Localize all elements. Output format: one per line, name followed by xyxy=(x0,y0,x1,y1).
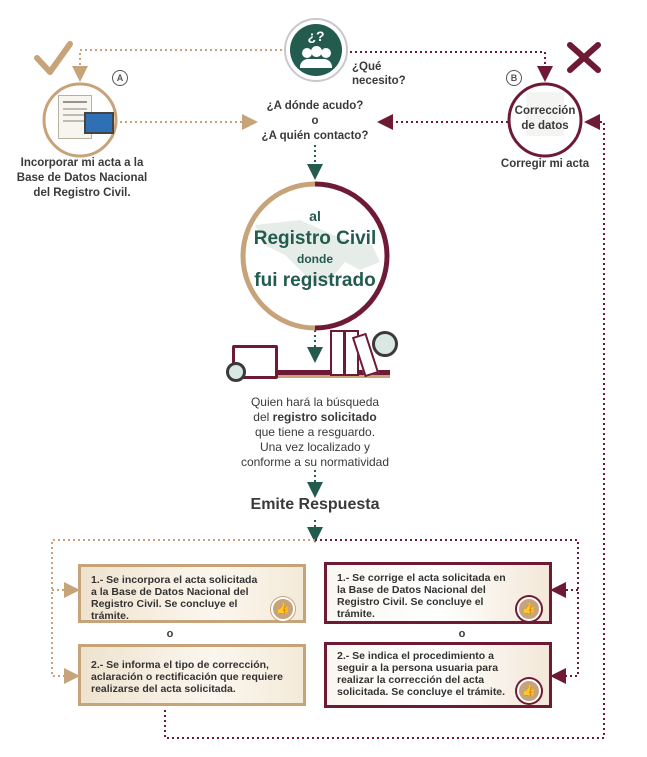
option-a-badge: A xyxy=(112,70,128,86)
response-a2-box: 2.- Se informa el tipo de corrección, ac… xyxy=(78,644,306,706)
response-b1-box: 1.- Se corrige el acta solicitada en la … xyxy=(324,562,552,624)
response-b2-text: 2.- Se indica el procedimiento a seguir … xyxy=(337,650,506,698)
search-line-3: que tiene a resguardo. xyxy=(254,425,376,439)
response-b2-box: 2.- Se indica el procedimiento a seguir … xyxy=(324,642,552,708)
response-b1-text: 1.- Se corrige el acta solicitada en la … xyxy=(337,572,506,620)
center-line-donde: donde xyxy=(297,252,333,266)
option-a-label: Incorporar mi acta a la Base de Datos Na… xyxy=(16,157,148,199)
search-bold: registro solicitado xyxy=(272,410,377,424)
search-line-1: Quien hará la búsqueda xyxy=(250,395,380,409)
thumbs-up-icon-b1: 👍 xyxy=(517,597,541,621)
response-a1-box: 1.- Se incorpora el acta solicitada a la… xyxy=(78,564,306,623)
que-necesito-text: ¿Qué necesito? xyxy=(352,61,406,87)
binders-icon xyxy=(330,330,380,378)
option-b-label: Corregir mi acta xyxy=(500,158,590,170)
or-text-a: o xyxy=(166,628,174,640)
center-line-registro: Registro Civil xyxy=(253,228,377,249)
search-line-4: Una vez localizado y xyxy=(259,440,371,454)
people-question-icon: ¿? xyxy=(296,26,336,74)
center-line-fui: fui registrado xyxy=(254,270,376,291)
center-line-al: al xyxy=(309,208,321,224)
option-b-badge: B xyxy=(506,70,522,86)
question-mark-text: ¿? xyxy=(307,28,325,44)
donde-acudo-text: ¿A dónde acudo? xyxy=(266,100,364,112)
or-text-top: o xyxy=(311,115,319,127)
search-text: Quien hará la búsqueda del registro soli… xyxy=(200,395,430,470)
magnifier-icon-2 xyxy=(372,331,398,357)
emite-respuesta-heading: Emite Respuesta xyxy=(250,496,380,513)
quien-contacto-text: ¿A quién contacto? xyxy=(261,130,369,142)
or-text-b: o xyxy=(458,628,466,640)
search-line-2: del registro solicitado xyxy=(253,410,377,424)
document-icon-b xyxy=(526,92,564,136)
thumbs-up-icon-b2: 👍 xyxy=(517,679,541,703)
search-line-5: conforme a su normatividad xyxy=(240,455,390,469)
response-a1-text: 1.- Se incorpora el acta solicitada a la… xyxy=(91,574,258,622)
magnifier-icon xyxy=(226,362,246,382)
computer-icon xyxy=(84,112,114,134)
response-a2-text: 2.- Se informa el tipo de corrección, ac… xyxy=(91,659,283,695)
thumbs-up-icon: 👍 xyxy=(271,597,295,621)
option-b-circle-text: Corrección de datos xyxy=(514,105,576,132)
